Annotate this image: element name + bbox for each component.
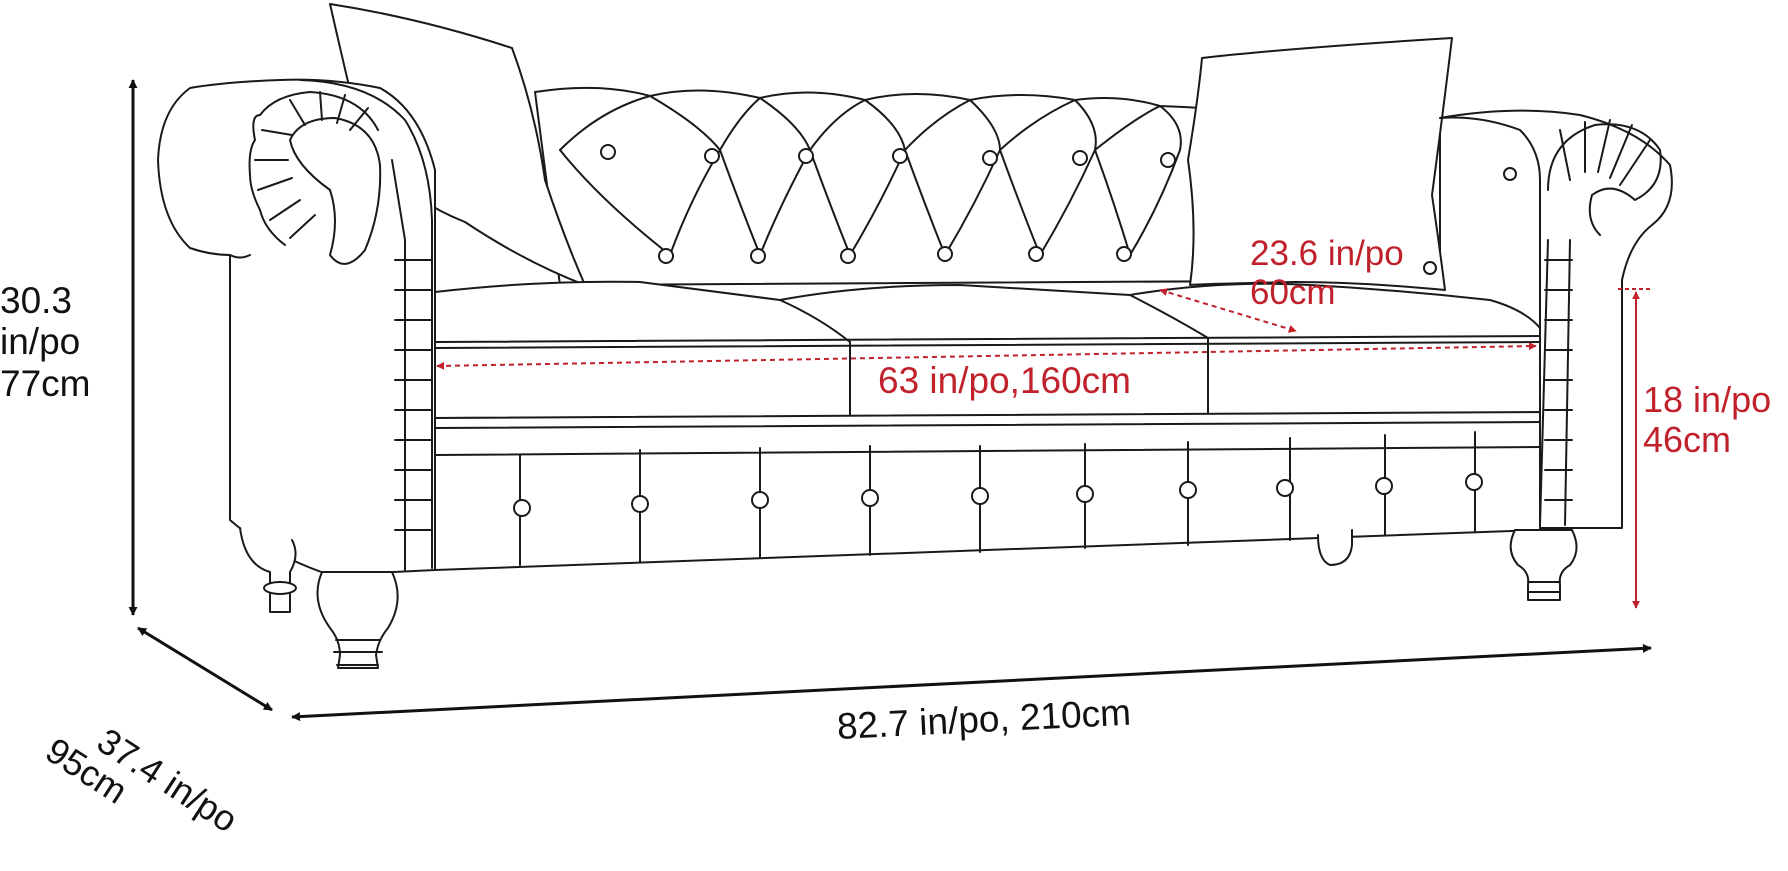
seat-height-label-line1: 18 in/po (1643, 379, 1772, 420)
height-label-line3: 77cm (0, 362, 91, 404)
seat-width-arrow (436, 342, 1537, 370)
height-label-line2: in/po (0, 321, 81, 363)
seat-height-label-line2: 46cm (1643, 419, 1732, 461)
seat-depth-label-line1: 23.6 in/po (1250, 234, 1404, 273)
seat-width-label-text: 63 in/po,160cm (878, 360, 1132, 401)
sofa-dimension-diagram: 30.3 in/po 77cm 37.4 in/po 95cm 82.7 in/… (0, 3, 1772, 840)
arm-left (157, 78, 436, 576)
seat-height-label: 18 in/po 46cm (1643, 379, 1772, 461)
height-label-line1: 30.3 (0, 280, 73, 321)
dimension-lines-outer (128, 79, 1652, 722)
seat-depth-label: 23.6 in/po 60cm (1250, 234, 1404, 312)
sofa-drawing (157, 3, 1673, 669)
dimension-lines-inner (436, 288, 1652, 609)
width-arrow (291, 643, 1652, 722)
sofa-base (434, 411, 1541, 571)
seat-depth-arrow (1159, 288, 1297, 333)
arm-right (1439, 109, 1673, 529)
pillow-right (1187, 37, 1453, 291)
height-label: 30.3 in/po 77cm (0, 280, 90, 404)
seat-depth-label-line2: 60cm (1250, 273, 1336, 313)
depth-arrow (137, 626, 273, 712)
seat-width-label: 63 in/po,160cm (878, 360, 1131, 401)
tufting-buttons (600, 144, 1517, 275)
